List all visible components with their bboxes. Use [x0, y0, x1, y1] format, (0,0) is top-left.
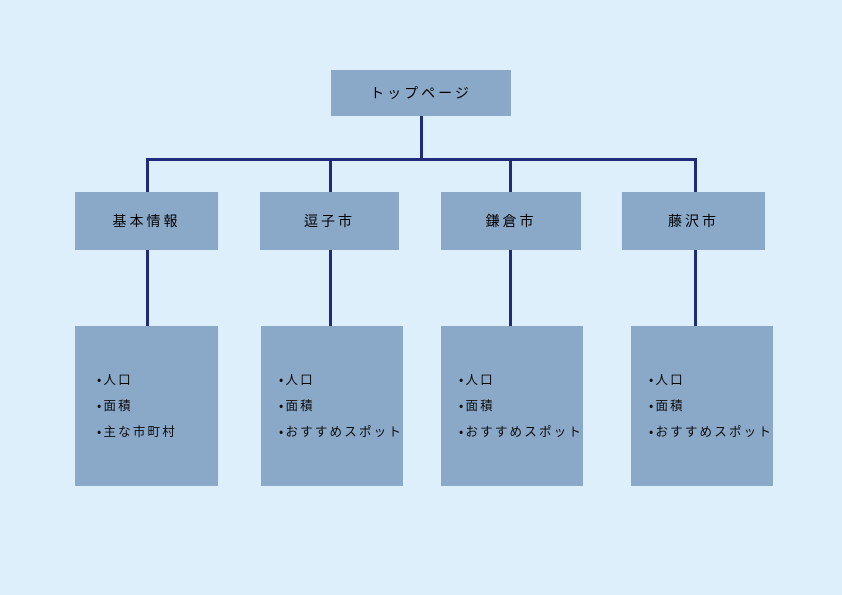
connector-stem-branch-1: [146, 250, 149, 326]
detail-item: ・おすすめスポット: [279, 424, 404, 439]
node-branch-kamakura[interactable]: 鎌倉市: [441, 192, 581, 250]
connector-drop-branch-3: [509, 158, 512, 193]
connector-drop-branch-2: [329, 158, 332, 193]
detail-item: ・おすすめスポット: [459, 424, 584, 439]
node-branch-label-2: 逗子市: [304, 214, 355, 230]
connector-stem-branch-4: [694, 250, 697, 326]
node-root-label: トップページ: [370, 86, 472, 102]
detail-item: ・人口: [459, 372, 495, 387]
connector-root-stem: [420, 116, 423, 160]
node-branch-label-4: 藤沢市: [668, 214, 719, 230]
node-branch-zushi[interactable]: 逗子市: [260, 192, 399, 250]
node-branch-label-1: 基本情報: [112, 214, 181, 230]
detail-item: ・面積: [97, 398, 133, 413]
node-detail-zushi[interactable]: ・人口 ・面積 ・おすすめスポット: [261, 326, 403, 486]
node-branch-label-3: 鎌倉市: [485, 214, 537, 230]
connector-stem-branch-3: [509, 250, 512, 326]
node-detail-kamakura[interactable]: ・人口 ・面積 ・おすすめスポット: [441, 326, 583, 486]
node-detail-basic-info[interactable]: ・人口 ・面積 ・主な市町村: [75, 326, 218, 486]
node-branch-basic-info[interactable]: 基本情報: [75, 192, 218, 250]
connector-drop-branch-1: [146, 158, 149, 193]
detail-item: ・人口: [649, 372, 685, 387]
detail-item: ・面積: [279, 398, 315, 413]
detail-item: ・主な市町村: [97, 424, 177, 439]
connector-drop-branch-4: [694, 158, 697, 193]
detail-item: ・人口: [279, 372, 315, 387]
node-detail-fujisawa[interactable]: ・人口 ・面積 ・おすすめスポット: [631, 326, 773, 486]
node-root-top-page[interactable]: トップページ: [331, 70, 511, 116]
detail-item: ・人口: [97, 372, 133, 387]
detail-item: ・面積: [649, 398, 685, 413]
node-branch-fujisawa[interactable]: 藤沢市: [622, 192, 765, 250]
connector-stem-branch-2: [329, 250, 332, 326]
connector-horizontal-bus: [146, 158, 697, 161]
detail-item: ・おすすめスポット: [649, 424, 774, 439]
detail-item: ・面積: [459, 398, 495, 413]
